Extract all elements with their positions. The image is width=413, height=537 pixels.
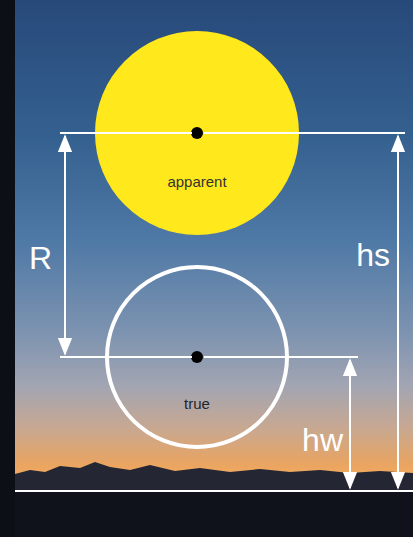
horizon-line [15,490,413,492]
ground [15,492,413,537]
dimension-label: R [29,242,52,274]
dimension-label: hw [302,424,343,456]
dimension-arrow [349,360,351,488]
reference-line [60,356,192,358]
frame-strip [0,0,15,537]
reference-line [60,132,192,134]
circle-label: true [105,395,289,412]
hills-silhouette [15,462,413,492]
reference-line [204,132,405,134]
reference-line [204,356,358,358]
circle-label: apparent [95,173,299,190]
dimension-arrow [397,136,399,488]
dimension-label: hs [356,239,390,271]
dimension-arrow [64,136,66,354]
